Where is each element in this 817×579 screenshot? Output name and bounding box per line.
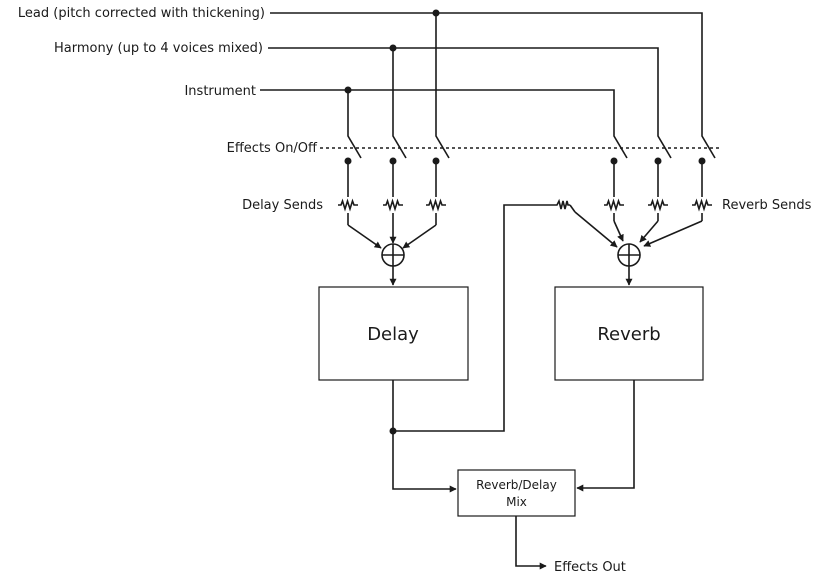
reverb-to-mix-line [576,380,635,492]
instrument-input-label: Instrument [184,84,256,99]
reverb-sends-label: Reverb Sends [722,198,812,213]
delay-to-reverb-send [393,198,618,432]
harmony-delay-drop [392,48,407,159]
delay-summing-junction [381,243,405,267]
reverb-summing-junction [617,243,641,267]
reverb-delay-mix-block: Reverb/Delay Mix [457,469,576,517]
mix-block-label-line2: Mix [506,495,527,509]
effects-switch-label: Effects On/Off [227,141,318,156]
lead-bus-line [270,12,716,159]
harmony-input-label: Harmony (up to 4 voices mixed) [54,41,263,56]
effects-out-line [515,516,547,570]
delay-block: Delay [318,286,469,381]
lead-delay-drop [435,13,450,159]
harmony-bus-line [268,47,672,159]
harmony-junction [389,44,397,52]
delay-to-mix-line [392,380,457,493]
instrument-bus-line [260,89,628,159]
lead-junction [432,9,440,17]
instrument-delay-drop [347,90,362,159]
reverb-block: Reverb [554,286,704,381]
switch-contacts [344,157,706,165]
delay-send-chains [338,161,446,249]
delay-output-junction [389,427,397,435]
delay-sends-label: Delay Sends [242,198,323,213]
instrument-junction [344,86,352,94]
mix-block-label-line1: Reverb/Delay [476,478,557,492]
lead-input-label: Lead (pitch corrected with thickening) [18,6,265,21]
reverb-send-chains [604,161,712,247]
effects-out-label: Effects Out [554,560,626,575]
delay-block-label: Delay [367,324,419,345]
reverb-block-label: Reverb [597,324,660,345]
